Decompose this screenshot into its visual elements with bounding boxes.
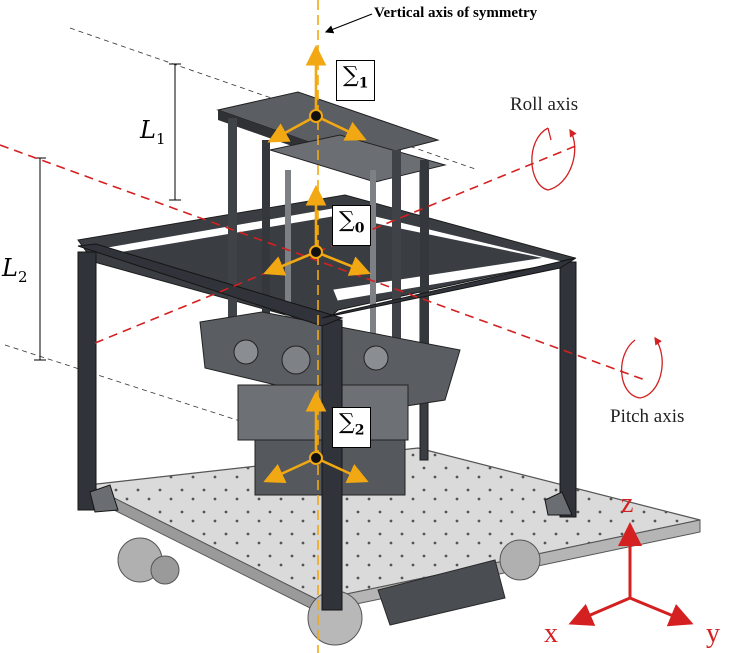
frame-sigma2-arrows xyxy=(263,390,369,483)
length-l1-label: L1 xyxy=(140,116,166,148)
y-axis-label: y xyxy=(706,618,720,649)
base-platform xyxy=(85,447,701,646)
frame-sigma1-arrows xyxy=(267,44,367,143)
front-frame xyxy=(77,243,577,611)
title-pointer xyxy=(324,13,373,34)
xyz-triad xyxy=(568,522,694,627)
frame-sigma2-label: ∑2 xyxy=(332,407,372,449)
z-axis-label: z xyxy=(621,488,634,519)
pitch-axis-label: Pitch axis xyxy=(610,406,685,427)
frame-sigma0-label: ∑0 xyxy=(332,205,372,247)
frame-origins xyxy=(309,109,323,465)
length-l2-label: L2 xyxy=(2,254,28,286)
pitch-rotation-icon xyxy=(621,336,663,399)
x-axis-label: x xyxy=(544,618,558,649)
frame-sigma1-label: ∑1 xyxy=(336,60,376,102)
roll-axis-label: Roll axis xyxy=(510,94,579,115)
roll-rotation-icon xyxy=(531,127,577,191)
dimension-lines xyxy=(34,63,181,361)
title-label: Vertical axis of symmetry xyxy=(374,5,538,21)
frame-sigma0-arrows xyxy=(263,184,371,276)
